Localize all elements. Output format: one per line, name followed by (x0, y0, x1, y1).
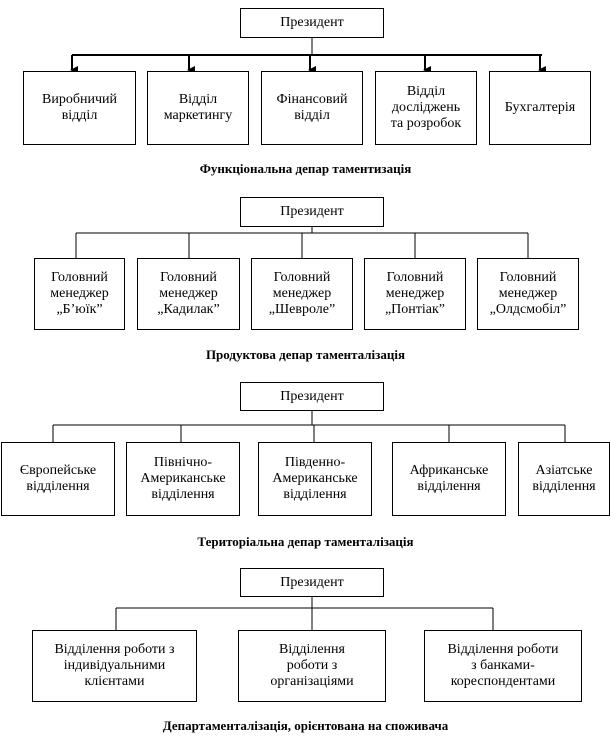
unit-north-america: Північно- Американське відділення (126, 442, 240, 516)
president-box-product: Президент (240, 197, 384, 227)
unit-production: Виробничий відділ (23, 71, 136, 145)
president-box-functional: Президент (240, 8, 384, 38)
unit-rnd: Відділ досліджень та розробок (375, 71, 477, 145)
unit-chevrolet: Головний менеджер „Шевроле” (251, 258, 353, 330)
caption-customer: Департаменталізація, орієнтована на спож… (162, 718, 449, 733)
caption-functional: Функціональна депар таментизація (199, 161, 412, 176)
unit-south-america: Південно- Американське відділення (258, 442, 372, 516)
unit-organizations: Відділення роботи з організаціями (238, 630, 386, 702)
caption-territorial: Територіальна депар таменталізація (197, 534, 414, 549)
unit-correspondent-banks: Відділення роботи з банками- кореспонден… (424, 630, 582, 702)
unit-buick: Головний менеджер „Б’юїк” (34, 258, 125, 330)
president-box-territorial: Президент (240, 382, 384, 411)
unit-asia: Азіатське відділення (518, 442, 610, 516)
unit-accounting: Бухгалтерія (489, 71, 591, 145)
unit-finance: Фінансовий відділ (261, 71, 363, 145)
unit-pontiac: Головний менеджер „Понтіак” (364, 258, 466, 330)
president-box-customer: Президент (240, 568, 384, 597)
unit-oldsmobile: Головний менеджер „Олдсмобіл” (477, 258, 579, 330)
unit-individual-clients: Відділення роботи з індивідуальними кліє… (32, 630, 197, 702)
caption-product: Продуктова депар таменталізація (205, 347, 406, 362)
unit-marketing: Відділ маркетингу (147, 71, 249, 145)
unit-europe: Європейське відділення (1, 442, 115, 516)
unit-cadillac: Головний менеджер „Кадилак” (137, 258, 240, 330)
unit-africa: Африканське відділення (392, 442, 506, 516)
